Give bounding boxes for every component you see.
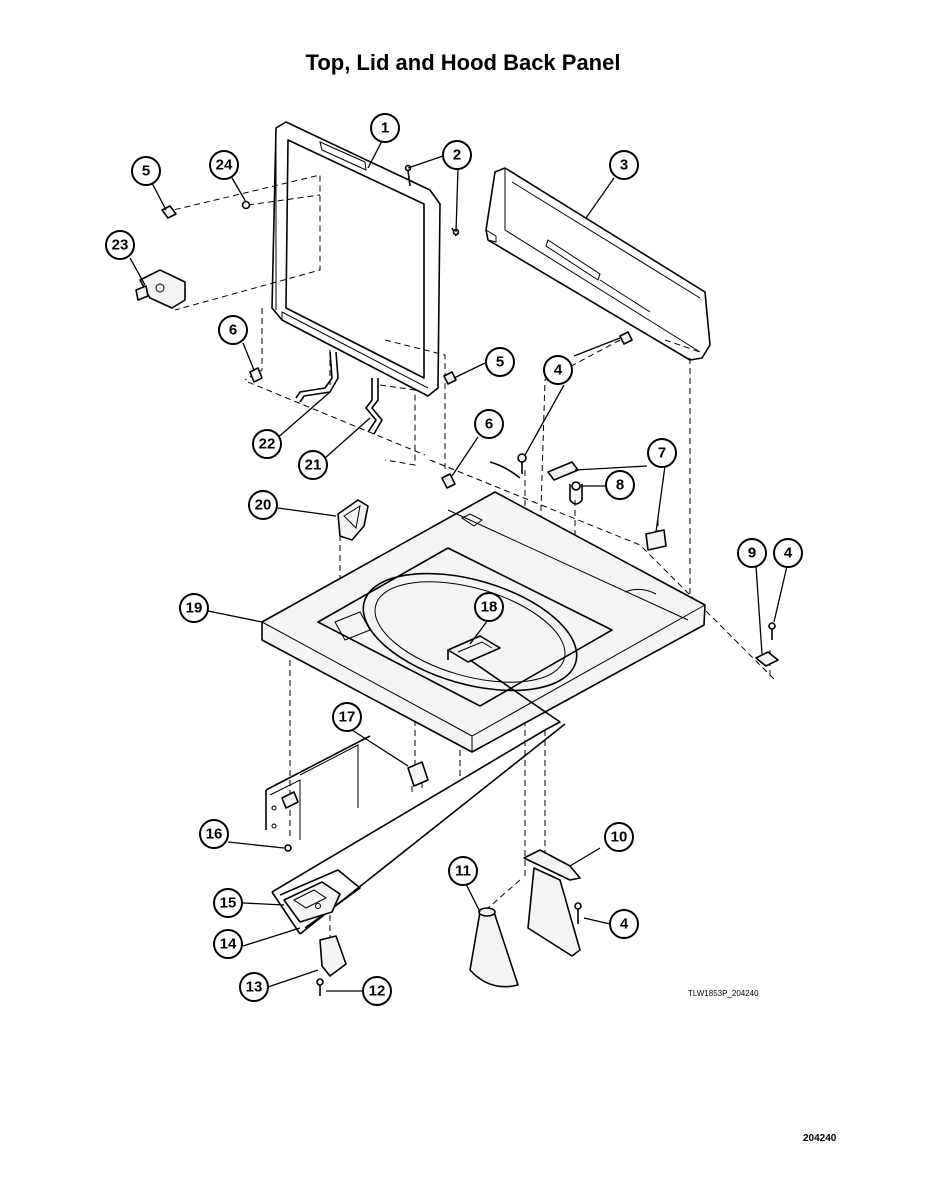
callout-13: 13 bbox=[239, 972, 269, 1002]
callout-label: 4 bbox=[554, 362, 563, 379]
callout-22: 22 bbox=[252, 429, 282, 459]
callout-20: 20 bbox=[248, 490, 278, 520]
callout-4-right: 4 bbox=[773, 538, 803, 568]
callout-8: 8 bbox=[605, 470, 635, 500]
callout-label: 4 bbox=[620, 916, 629, 933]
callout-6-center: 6 bbox=[474, 409, 504, 439]
hood-back-panel bbox=[485, 167, 711, 361]
right-clip bbox=[755, 622, 779, 667]
callout-11: 11 bbox=[448, 856, 478, 886]
callout-label: 1 bbox=[381, 120, 389, 137]
callout-label: 18 bbox=[481, 599, 498, 616]
callout-21: 21 bbox=[298, 450, 328, 480]
lid-handle bbox=[337, 499, 369, 541]
callout-label: 13 bbox=[246, 979, 263, 996]
callout-label: 21 bbox=[305, 457, 322, 474]
callout-1: 1 bbox=[370, 113, 400, 143]
callout-23: 23 bbox=[105, 230, 135, 260]
callout-label: 10 bbox=[611, 829, 628, 846]
callout-7: 7 bbox=[647, 438, 677, 468]
callout-3: 3 bbox=[609, 150, 639, 180]
callout-label: 17 bbox=[339, 709, 356, 726]
callout-label: 9 bbox=[748, 545, 756, 562]
drawing-id: TLW1853P_204240 bbox=[688, 989, 759, 998]
pedestal-cone bbox=[469, 907, 519, 988]
lid-switch-actuator bbox=[447, 635, 501, 663]
washer-top bbox=[261, 491, 706, 753]
callout-label: 20 bbox=[255, 497, 272, 514]
callout-4: 4 bbox=[543, 355, 573, 385]
callout-label: 16 bbox=[206, 826, 223, 843]
callout-5-lower: 5 bbox=[485, 347, 515, 377]
callout-17: 17 bbox=[332, 702, 362, 732]
callout-16: 16 bbox=[199, 819, 229, 849]
callout-9: 9 bbox=[737, 538, 767, 568]
callout-label: 5 bbox=[496, 354, 504, 371]
callout-label: 4 bbox=[784, 545, 793, 562]
callout-15: 15 bbox=[213, 888, 243, 918]
callout-label: 23 bbox=[112, 237, 129, 254]
callout-label: 12 bbox=[369, 983, 386, 1000]
lid-switch-clip bbox=[407, 761, 429, 792]
callout-18: 18 bbox=[474, 592, 504, 622]
callout-14: 14 bbox=[213, 929, 243, 959]
lid-switch-harness bbox=[271, 659, 566, 935]
callout-label: 19 bbox=[186, 600, 203, 617]
callout-2: 2 bbox=[442, 140, 472, 170]
callout-label: 14 bbox=[220, 936, 237, 953]
callout-4-bottom: 4 bbox=[609, 909, 639, 939]
lid-hinges bbox=[295, 351, 383, 435]
callout-label: 8 bbox=[616, 477, 624, 494]
callout-label: 6 bbox=[485, 416, 493, 433]
callout-12: 12 bbox=[362, 976, 392, 1006]
page-code: 204240 bbox=[803, 1133, 837, 1144]
callout-label: 3 bbox=[620, 157, 628, 174]
page-title: Top, Lid and Hood Back Panel bbox=[306, 50, 621, 75]
callout-6: 6 bbox=[218, 315, 248, 345]
callout-label: 5 bbox=[142, 163, 150, 180]
callout-10: 10 bbox=[604, 822, 634, 852]
callout-19: 19 bbox=[179, 593, 209, 623]
callout-label: 22 bbox=[259, 436, 276, 453]
cabinet-side-fragment bbox=[265, 735, 371, 852]
callout-label: 24 bbox=[216, 157, 233, 174]
callout-label: 6 bbox=[229, 322, 237, 339]
leader-lines bbox=[129, 138, 788, 992]
callout-label: 15 bbox=[220, 895, 237, 912]
top-hinge-bracket bbox=[523, 849, 582, 957]
callout-5: 5 bbox=[131, 156, 161, 186]
switch-bracket bbox=[316, 935, 347, 996]
callout-label: 2 bbox=[453, 147, 461, 164]
lid-frame bbox=[271, 121, 441, 397]
callout-label: 7 bbox=[658, 445, 666, 462]
hinge-bracket bbox=[135, 269, 186, 309]
lid-switch bbox=[283, 881, 341, 923]
callout-label: 11 bbox=[455, 863, 471, 880]
callout-24: 24 bbox=[209, 150, 239, 180]
